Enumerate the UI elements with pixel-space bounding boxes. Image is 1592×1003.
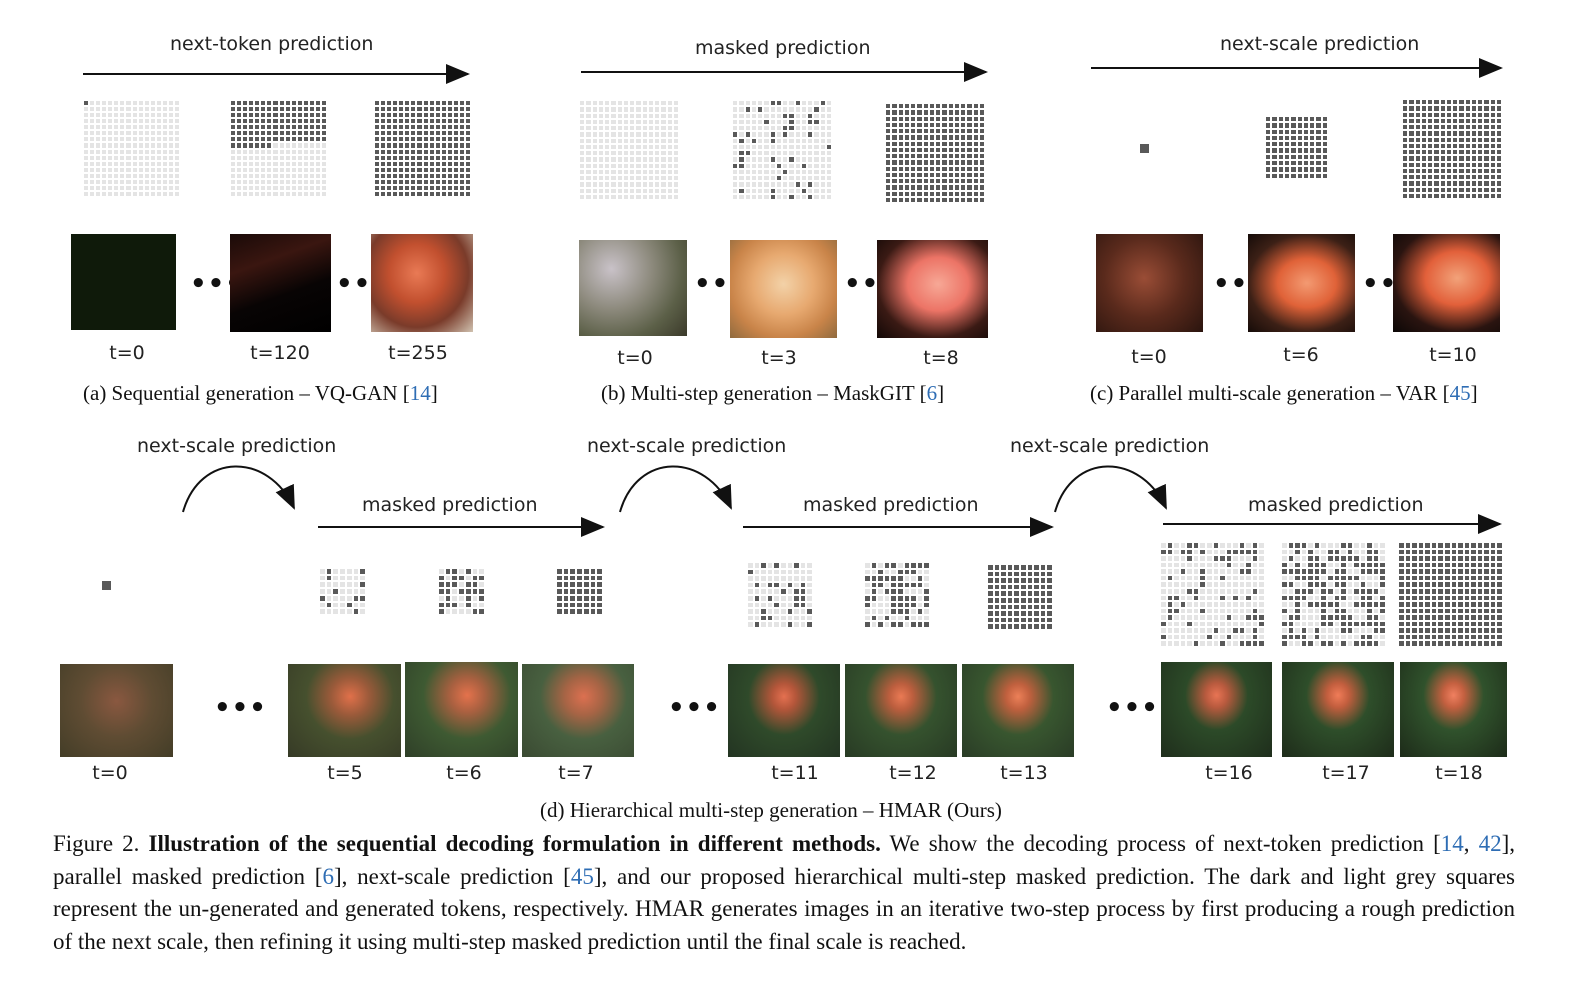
img-d5 [845, 664, 957, 757]
cite-link[interactable]: 6 [322, 863, 334, 889]
grid-d1 [320, 569, 365, 614]
grid-c2 [1403, 100, 1501, 198]
img-d9 [1400, 662, 1507, 757]
subcaption-a: (a) Sequential generation – VQ-GAN [14] [83, 381, 438, 405]
img-a0 [71, 234, 176, 330]
label-masked-top: masked prediction [695, 37, 871, 59]
label-next-scale-top: next-scale prediction [1220, 33, 1420, 55]
grid-d3 [557, 569, 602, 614]
img-c1 [1248, 234, 1355, 332]
t-d4: t=11 [771, 762, 819, 784]
grid-d0 [102, 581, 111, 590]
cite-link[interactable]: 45 [570, 863, 594, 889]
t-a0: t=0 [109, 342, 145, 364]
grid-a1 [231, 101, 326, 196]
img-d8 [1282, 662, 1394, 757]
label-next-token: next-token prediction [170, 33, 374, 55]
grid-b0 [580, 101, 678, 199]
t-b1: t=3 [761, 347, 797, 369]
img-d2 [405, 662, 518, 757]
img-c2 [1393, 234, 1500, 332]
caption-label: Figure 2. [53, 831, 140, 856]
cite-link[interactable]: 42 [1478, 831, 1502, 856]
img-d0 [60, 664, 173, 757]
img-d7 [1161, 662, 1272, 757]
cite-link[interactable]: 14 [1440, 831, 1464, 856]
label-masked-d1: masked prediction [362, 494, 538, 516]
img-a1 [230, 234, 331, 332]
t-d5: t=12 [889, 762, 937, 784]
ellipsis-d1: ••• [214, 693, 267, 723]
img-d6 [962, 664, 1074, 757]
grid-a2 [375, 101, 470, 196]
grid-b2 [886, 104, 984, 202]
img-d4 [728, 664, 840, 757]
t-d3: t=7 [558, 762, 594, 784]
img-c0 [1096, 234, 1203, 332]
ellipsis-d2: ••• [668, 693, 721, 723]
grid-d7 [1161, 543, 1264, 646]
label-masked-d3: masked prediction [1248, 494, 1424, 516]
t-a2: t=255 [388, 342, 448, 364]
t-a1: t=120 [250, 342, 310, 364]
grid-d8 [1282, 543, 1385, 646]
img-d3 [522, 664, 634, 757]
label-next-scale-d1: next-scale prediction [137, 435, 337, 457]
label-next-scale-d3: next-scale prediction [1010, 435, 1210, 457]
grid-a0 [84, 101, 179, 196]
curved-arrow-1 [182, 465, 295, 513]
label-next-scale-d2: next-scale prediction [587, 435, 787, 457]
grid-d5 [865, 563, 929, 627]
t-d9: t=18 [1435, 762, 1483, 784]
t-d1: t=5 [327, 762, 363, 784]
t-c1: t=6 [1283, 344, 1319, 366]
t-c2: t=10 [1429, 344, 1477, 366]
img-b1 [730, 240, 837, 338]
subcaption-b: (b) Multi-step generation – MaskGIT [6] [601, 381, 945, 405]
grid-d6 [988, 565, 1052, 629]
t-d2: t=6 [446, 762, 482, 784]
t-c0: t=0 [1131, 346, 1167, 368]
grid-d4 [748, 563, 812, 627]
figure-caption: Figure 2. Illustration of the sequential… [53, 831, 1516, 954]
grid-d9 [1399, 543, 1502, 646]
img-b0 [579, 240, 687, 336]
ellipsis-d3: ••• [1106, 693, 1159, 723]
img-b2 [877, 240, 988, 338]
grid-b1 [733, 101, 831, 199]
img-d1 [288, 664, 401, 757]
grid-c1 [1266, 117, 1327, 178]
t-d6: t=13 [1000, 762, 1048, 784]
t-b2: t=8 [923, 347, 959, 369]
t-d0: t=0 [92, 762, 128, 784]
t-d8: t=17 [1322, 762, 1370, 784]
subcaption-d: (d) Hierarchical multi-step generation –… [540, 798, 1002, 822]
img-a2 [371, 234, 473, 332]
t-d7: t=16 [1205, 762, 1253, 784]
subcaption-c: (c) Parallel multi-scale generation – VA… [1090, 381, 1478, 405]
t-b0: t=0 [617, 347, 653, 369]
curved-arrow-2 [619, 465, 732, 513]
grid-d2 [439, 569, 484, 614]
label-masked-d2: masked prediction [803, 494, 979, 516]
curved-arrow-3 [1054, 465, 1167, 513]
grid-c0 [1140, 144, 1149, 153]
caption-title: Illustration of the sequential decoding … [148, 831, 881, 856]
